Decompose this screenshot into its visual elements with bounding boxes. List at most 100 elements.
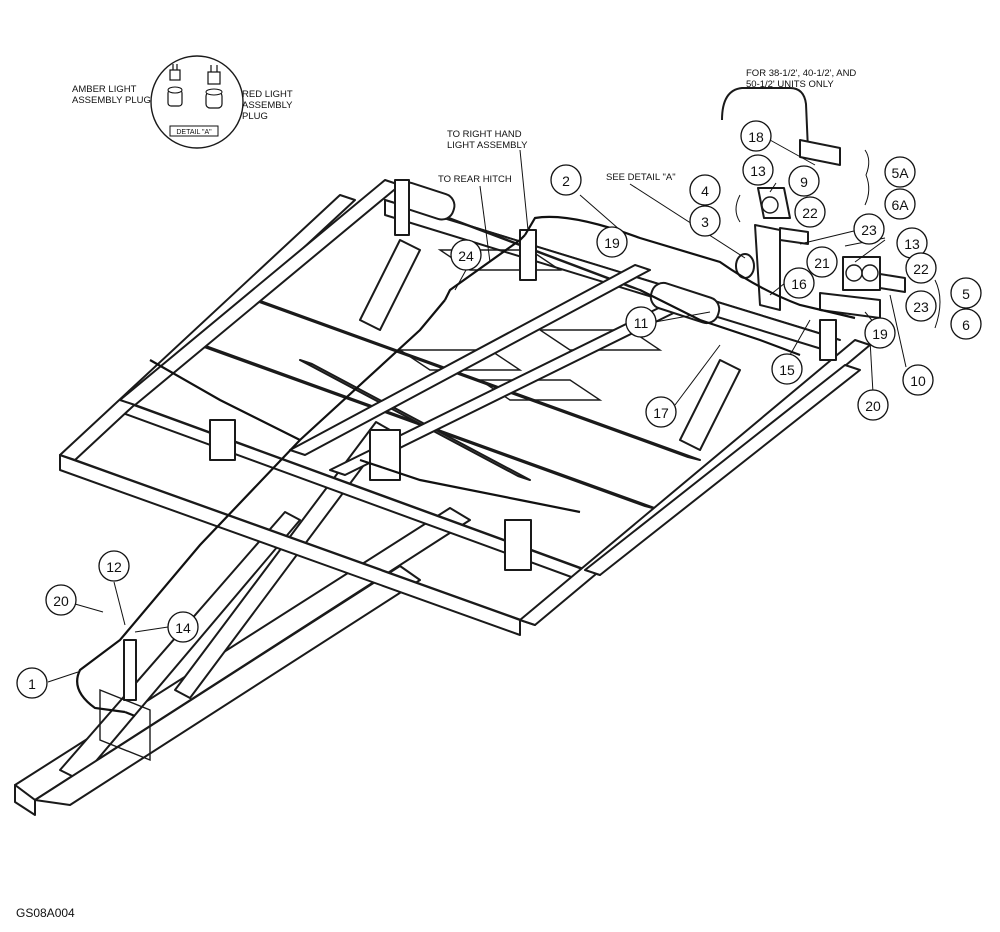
leader-rear-hitch — [479, 185, 491, 263]
leader-24 — [454, 269, 467, 291]
callout-20a: 20 — [857, 389, 889, 421]
detail-a-tag — [169, 125, 219, 137]
light-mount-assembly — [721, 87, 906, 319]
red-plug-label-1: RED LIGHT — [242, 89, 293, 100]
callout-12: 12 — [98, 550, 130, 582]
harness-plug-end — [124, 710, 136, 718]
callout-15: 15 — [771, 353, 803, 385]
leader-13b-2 — [854, 239, 886, 263]
main-harness-front — [76, 299, 446, 714]
harness-rear-hitch — [444, 234, 526, 301]
callout-1: 1 — [16, 667, 48, 699]
callout-label: 10 — [910, 373, 926, 389]
callout-23b: 23 — [905, 290, 937, 322]
callout-label: 19 — [604, 235, 620, 251]
callout-circle — [742, 154, 774, 186]
callout-label: 15 — [779, 362, 795, 378]
units-only-note-1: FOR 38-1/2', 40-1/2', AND — [746, 68, 856, 79]
callout-label: 2 — [562, 173, 570, 189]
amber-plug-icon — [167, 64, 183, 107]
callout-label: 6 — [962, 317, 970, 333]
callout-label: 11 — [634, 315, 649, 331]
callout-20b: 20 — [45, 584, 77, 616]
wheel-arm-left — [359, 239, 421, 331]
callout-circle — [98, 550, 130, 582]
leader-10 — [889, 294, 907, 368]
callout-label: 19 — [872, 326, 888, 342]
brace-5-6 — [934, 279, 941, 329]
callout-circle — [645, 396, 677, 428]
red-lens-right-icon — [861, 264, 879, 282]
callout-23a: 23 — [853, 213, 885, 245]
callout-circle — [596, 226, 628, 258]
bracket-left — [209, 419, 236, 461]
callout-label: 20 — [865, 398, 881, 414]
callout-6: 6 — [950, 308, 982, 340]
callout-circle — [950, 277, 982, 309]
bracket-front — [504, 519, 532, 571]
callout-label: 13 — [750, 163, 766, 179]
callout-circle — [806, 246, 838, 278]
callout-label: 13 — [904, 236, 920, 252]
callout-label: 1 — [28, 676, 36, 692]
callout-label: 21 — [814, 255, 830, 271]
callout-10: 10 — [902, 364, 934, 396]
leader-2 — [579, 194, 621, 231]
units-only-note-2: 50-1/2' UNITS ONLY — [746, 79, 834, 90]
callout-label: 5A — [891, 165, 909, 181]
wheel-arm-right — [679, 359, 741, 451]
callout-circle — [16, 667, 48, 699]
callout-circle — [740, 120, 772, 152]
callout-circle — [550, 164, 582, 196]
callout-4: 4 — [689, 174, 721, 206]
ladder-rung-4 — [537, 329, 663, 351]
light-bracket-lower — [819, 292, 881, 319]
callout-17: 17 — [645, 396, 677, 428]
red-light-bracket — [879, 273, 906, 293]
leader-see-detail — [629, 183, 746, 259]
red-plug-label-2: ASSEMBLY — [242, 100, 293, 111]
right-hand-note-1: TO RIGHT HAND — [447, 129, 522, 140]
callout-24: 24 — [450, 239, 482, 271]
amber-plug-label-1: AMBER LIGHT — [72, 84, 137, 95]
left-rail-inner — [119, 179, 401, 406]
detail-a-inset: DETAIL "A" AMBER LIGHT ASSEMBLY PLUG RED… — [72, 55, 293, 149]
red-plug-label-3: PLUG — [242, 111, 268, 122]
leader-16 — [769, 282, 786, 296]
main-harness-right — [524, 215, 856, 320]
leader-right-hand — [519, 149, 529, 231]
callout-label: 22 — [802, 205, 818, 221]
amber-plug-label-2: ASSEMBLY PLUG — [72, 95, 151, 106]
wiring-harness — [76, 215, 856, 718]
callout-5a: 5A — [884, 156, 916, 188]
callout-5: 5 — [950, 277, 982, 309]
leader-15 — [789, 319, 811, 356]
detail-a-circle — [150, 55, 244, 149]
callout-label: 16 — [791, 276, 807, 292]
callout-circle — [905, 252, 937, 284]
callout-circle — [771, 353, 803, 385]
leader-14 — [134, 626, 169, 633]
red-plug-icon — [205, 65, 223, 109]
callout-label: 20 — [53, 593, 69, 609]
detail-a-label: DETAIL "A" — [176, 129, 212, 136]
hitch-tongue-right — [34, 565, 421, 806]
leader-20b — [74, 603, 104, 613]
callout-label: 3 — [701, 214, 709, 230]
leader-23a — [799, 229, 859, 245]
callout-14: 14 — [167, 611, 199, 643]
callout-circle — [625, 306, 657, 338]
leader-17 — [674, 344, 721, 406]
callout-circle — [794, 196, 826, 228]
callout-label: 17 — [653, 405, 669, 421]
callout-label: 6A — [891, 197, 909, 213]
front-rail-face — [59, 454, 521, 636]
callout-circle — [788, 165, 820, 197]
ladder-cross-2 — [299, 359, 531, 481]
callout-circle — [857, 389, 889, 421]
leader-1 — [47, 671, 79, 683]
hitch-end — [14, 784, 36, 816]
